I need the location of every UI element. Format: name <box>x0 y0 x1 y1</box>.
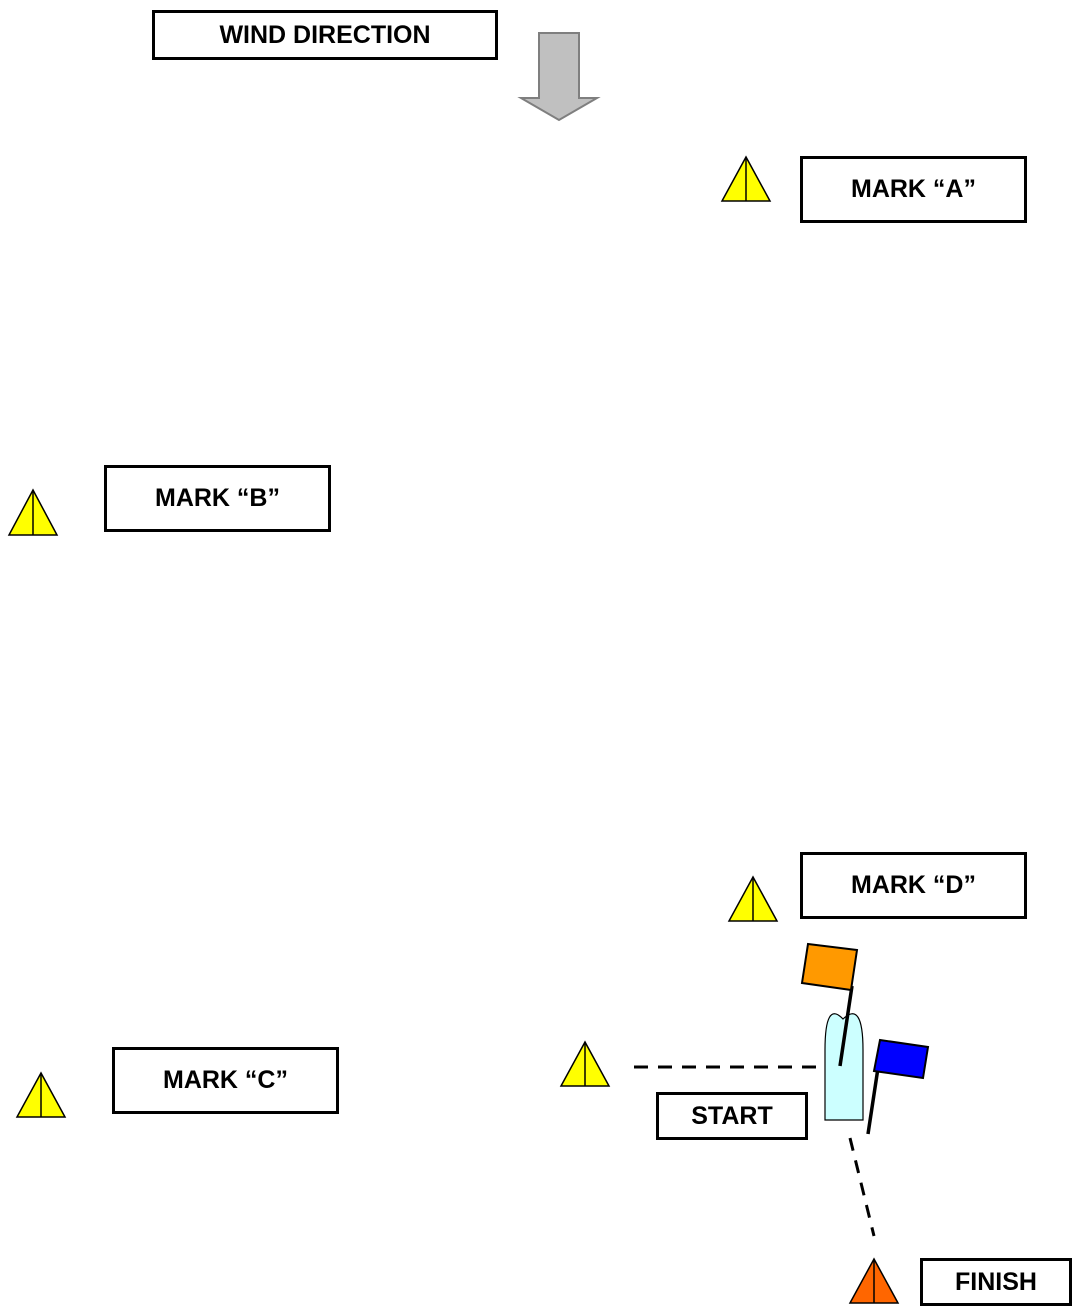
wind-direction-label: WIND DIRECTION <box>152 10 498 60</box>
start-label: START <box>656 1092 808 1140</box>
committee-boat-icon <box>824 1013 864 1121</box>
mark-a-buoy-icon <box>720 155 772 202</box>
mark-d-buoy-icon <box>727 875 779 922</box>
mark-a-label: MARK “A” <box>800 156 1027 223</box>
mark-c-label: MARK “C” <box>112 1047 339 1114</box>
wind-arrow-icon <box>517 32 601 122</box>
finish-buoy-icon <box>848 1257 900 1304</box>
blue-flag-icon <box>866 1038 930 1135</box>
finish-line <box>848 1137 876 1237</box>
mark-c-buoy-icon <box>15 1071 67 1118</box>
mark-b-buoy-icon <box>7 488 59 536</box>
mark-d-label: MARK “D” <box>800 852 1027 919</box>
finish-label: FINISH <box>920 1258 1072 1306</box>
mark-b-label: MARK “B” <box>104 465 331 532</box>
orange-flag-icon <box>800 942 859 1067</box>
start-pin-buoy-icon <box>559 1040 611 1087</box>
